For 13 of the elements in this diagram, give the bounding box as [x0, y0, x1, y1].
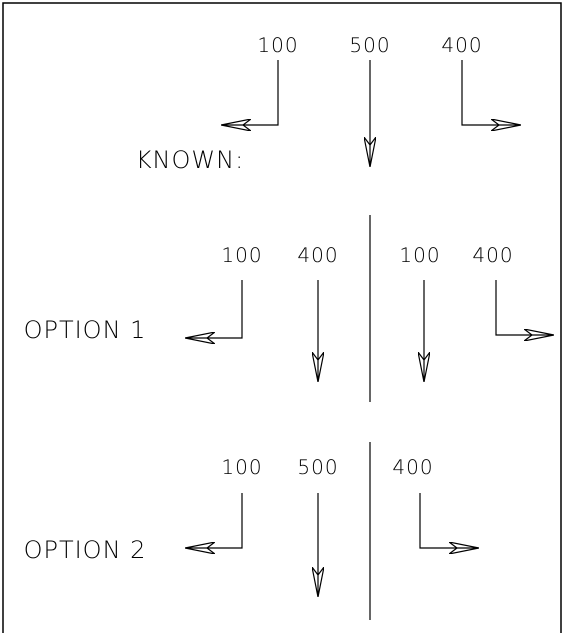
- volume-label: 400: [297, 245, 339, 265]
- volume-label: 400: [392, 457, 434, 477]
- volume-label: 500: [349, 35, 391, 55]
- row-label: OPTION 1: [24, 318, 146, 342]
- volume-label: 100: [221, 457, 263, 477]
- volume-label: 400: [441, 35, 483, 55]
- volume-label: 400: [472, 245, 514, 265]
- row-label: OPTION 2: [24, 538, 146, 562]
- volume-label: 500: [297, 457, 339, 477]
- volume-label: 100: [257, 35, 299, 55]
- volume-label: 100: [399, 245, 441, 265]
- row-label: KNOWN:: [136, 148, 244, 172]
- volume-label: 100: [221, 245, 263, 265]
